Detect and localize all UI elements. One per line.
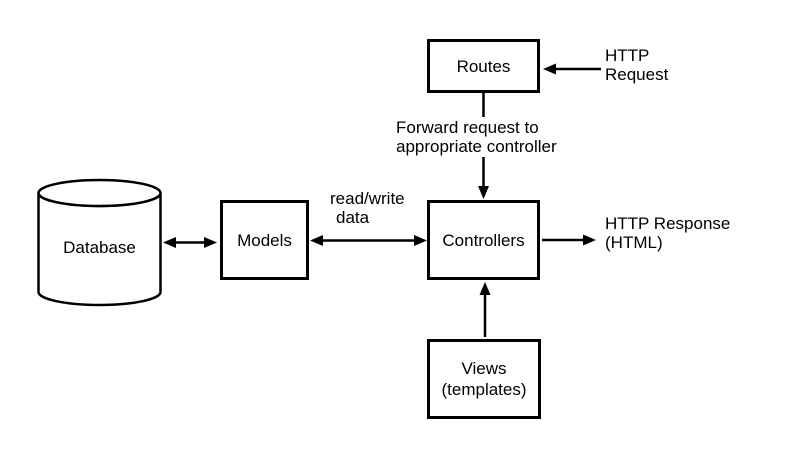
node-database-label: Database [36,238,163,257]
label-read-write-line2: data [336,208,370,227]
label-http-response: HTTP Response (HTML) [605,214,730,252]
node-controllers: Controllers [427,200,540,280]
label-forward-request: Forward request to appropriate controlle… [394,117,559,157]
node-routes-label: Routes [456,56,511,76]
arrow-views-to-controllers [479,282,491,337]
label-http-response-line2: (HTML) [605,233,663,252]
label-forward-request-line2: appropriate controller [396,137,557,156]
arrow-models-controllers [310,235,427,246]
label-http-response-line1: HTTP Response [605,214,731,233]
node-models-label: Models [237,230,292,250]
node-views: Views (templates) [427,339,541,419]
label-forward-request-line1: Forward request to [396,118,539,137]
arrow-database-models [163,237,217,248]
database-cylinder-shape [37,178,162,307]
label-http-request-line2: Request [605,65,669,84]
arrow-controllers-to-response [542,234,596,246]
node-models: Models [220,200,309,280]
label-http-request: HTTP Request [605,46,668,84]
arrow-http-request-to-routes [543,63,601,75]
label-read-write-data: read/write data [330,189,405,227]
label-http-request-line1: HTTP [605,46,650,65]
node-controllers-label: Controllers [442,230,525,250]
database-text: Database [63,238,136,257]
node-views-label-line1: Views [461,359,507,378]
node-views-label-line2: (templates) [441,380,527,399]
node-routes: Routes [427,39,540,93]
label-read-write-line1: read/write [330,189,405,208]
